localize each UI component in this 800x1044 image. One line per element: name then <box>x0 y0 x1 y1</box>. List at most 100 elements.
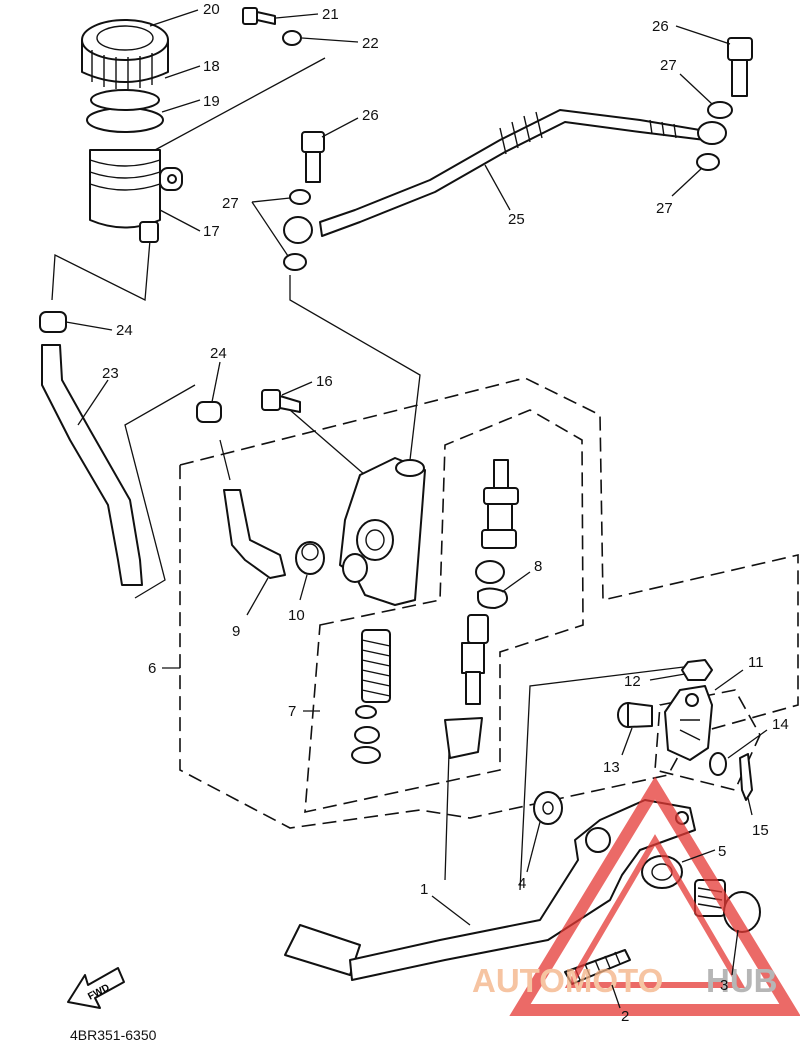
svg-text:2: 2 <box>621 1008 629 1025</box>
bolt-26-right <box>727 37 753 97</box>
callout-14: 14 <box>727 716 789 759</box>
watermark-text-hub: HUB <box>706 962 778 999</box>
cotter-pin-15 <box>739 753 753 801</box>
callout-6: 6 <box>148 660 180 677</box>
svg-text:25: 25 <box>508 211 525 228</box>
svg-text:3: 3 <box>720 977 728 994</box>
spring <box>361 629 391 703</box>
watermark-text-automoto: AUTOMOTO <box>472 962 663 999</box>
watermark-logo: AUTOMOTO HUB <box>472 776 800 1016</box>
pin-13 <box>617 702 653 728</box>
callout-9: 9 <box>232 577 269 640</box>
svg-text:17: 17 <box>203 223 220 240</box>
catalog-code: 4BR351-6350 <box>70 1027 157 1043</box>
washer-27-b <box>283 253 307 271</box>
callout-15: 15 <box>747 797 769 839</box>
seal-cup <box>354 726 380 744</box>
clamp-24-upper <box>39 311 67 333</box>
svg-text:13: 13 <box>603 759 620 776</box>
svg-text:26: 26 <box>362 107 379 124</box>
callout-23: 23 <box>77 365 119 426</box>
bolt-16 <box>261 389 301 413</box>
svg-text:23: 23 <box>102 365 119 382</box>
washer-4 <box>533 791 563 825</box>
washer-22 <box>282 30 302 46</box>
svg-text:8: 8 <box>534 558 542 575</box>
svg-text:1: 1 <box>420 881 428 898</box>
clamp-24-lower <box>196 401 222 423</box>
callout-7: 7 <box>288 703 320 720</box>
assembly-outline-6 <box>179 377 799 829</box>
hose-25 <box>283 109 727 244</box>
callout-16: 16 <box>281 373 333 396</box>
callout-26-right: 26 <box>652 18 731 45</box>
svg-text:19: 19 <box>203 93 220 110</box>
callout-11: 11 <box>714 654 764 691</box>
washer-27-a <box>289 189 311 205</box>
callout-19: 19 <box>161 93 220 113</box>
svg-text:18: 18 <box>203 58 220 75</box>
svg-text:4: 4 <box>518 875 526 892</box>
callout-21: 21 <box>275 6 339 23</box>
svg-text:10: 10 <box>288 607 305 624</box>
washer-seal <box>351 746 381 764</box>
part-callouts: 1 2 3 4 5 6 7 8 9 10 11 12 13 14 15 16 1… <box>65 1 789 1025</box>
svg-text:16: 16 <box>316 373 333 390</box>
callout-5: 5 <box>681 843 726 863</box>
callout-25: 25 <box>484 164 525 228</box>
washer-27-c <box>707 101 733 119</box>
svg-text:24: 24 <box>116 322 133 339</box>
callout-2: 2 <box>611 984 629 1025</box>
watermark-triangle <box>509 776 800 1016</box>
callout-12: 12 <box>624 673 686 690</box>
circlip-8 <box>477 587 508 609</box>
washer-14 <box>709 752 727 776</box>
svg-text:14: 14 <box>772 716 789 733</box>
callout-27-left: 27 <box>222 195 291 257</box>
svg-text:7: 7 <box>288 703 296 720</box>
svg-text:26: 26 <box>652 18 669 35</box>
washer-27-d <box>696 153 720 171</box>
callout-13: 13 <box>603 727 633 776</box>
svg-text:27: 27 <box>656 200 673 217</box>
svg-text:27: 27 <box>660 57 677 74</box>
svg-text:15: 15 <box>752 822 769 839</box>
svg-text:20: 20 <box>203 1 220 18</box>
seal-small <box>355 705 377 719</box>
nut-12 <box>681 659 713 681</box>
callout-8: 8 <box>501 558 542 593</box>
pushrod <box>461 614 489 705</box>
master-cylinder-body <box>339 457 426 606</box>
leader-lines <box>51 57 701 891</box>
svg-text:27: 27 <box>222 195 239 212</box>
callout-27-right-upper: 27 <box>660 57 713 105</box>
brake-pedal-1 <box>284 799 696 981</box>
callout-27-right-lower: 27 <box>656 167 703 217</box>
assembly-outline-7 <box>304 409 584 814</box>
callout-10: 10 <box>288 574 308 624</box>
bolt-26-left <box>301 131 325 183</box>
callout-18: 18 <box>164 58 220 79</box>
svg-text:22: 22 <box>362 35 379 52</box>
callout-4: 4 <box>518 821 541 892</box>
svg-text:12: 12 <box>624 673 641 690</box>
forward-arrow: FWD <box>67 967 125 1009</box>
callout-17: 17 <box>159 209 220 240</box>
callout-26-left: 26 <box>321 107 379 138</box>
reservoir-assembly <box>81 19 183 243</box>
svg-text:24: 24 <box>210 345 227 362</box>
cup-seal <box>475 560 505 584</box>
callout-22: 22 <box>301 35 379 52</box>
piston-upper <box>481 459 519 549</box>
svg-text:11: 11 <box>748 654 764 671</box>
hose-9 <box>223 489 286 579</box>
bolt-21 <box>242 7 276 25</box>
hose-23 <box>41 344 143 586</box>
boot <box>444 717 483 759</box>
callout-20: 20 <box>149 1 220 27</box>
callout-24-lower: 24 <box>210 345 227 403</box>
svg-text:21: 21 <box>322 6 339 23</box>
svg-text:6: 6 <box>148 660 156 677</box>
svg-text:5: 5 <box>718 843 726 860</box>
